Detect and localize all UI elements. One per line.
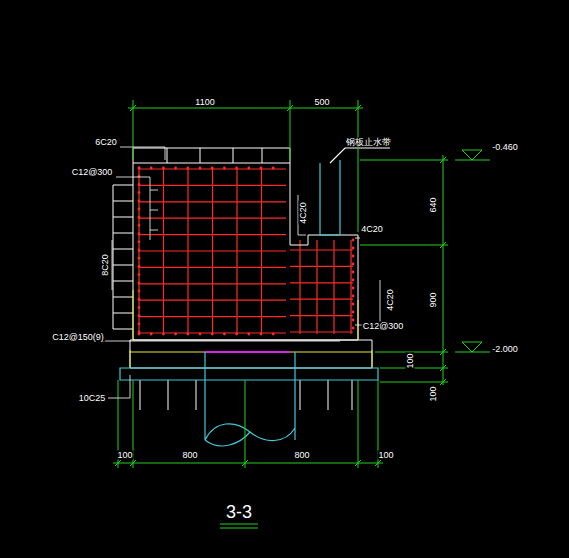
- dimension-text: 100: [406, 352, 415, 369]
- rebar-label: 4C20: [299, 201, 308, 225]
- rebar-label: C12@300: [71, 168, 114, 177]
- pile-cap-top: [205, 351, 290, 353]
- dimension-text: 800: [181, 451, 198, 460]
- dimension-text: 640: [429, 196, 438, 213]
- waterstop-plate: [320, 160, 340, 235]
- dimension-text: 800: [293, 451, 310, 460]
- dimension-lines: [113, 100, 490, 528]
- rebar-label: 4C20: [360, 225, 384, 234]
- rebar-label: C12@300: [362, 322, 405, 331]
- section-caption: 3-3: [223, 503, 255, 521]
- rebar-label: 4C20: [386, 288, 395, 312]
- concrete-outline: [113, 148, 372, 410]
- leader-lines: [102, 147, 380, 398]
- rebar-grid: [138, 167, 355, 336]
- dimension-text: 1100: [194, 98, 215, 107]
- dimension-text: 100: [429, 385, 438, 402]
- dimension-text: 900: [429, 291, 438, 308]
- dimension-text: -2.000: [491, 345, 519, 354]
- cushion-line: [130, 290, 372, 368]
- dimension-text: 100: [377, 451, 394, 460]
- dimension-text: 500: [313, 98, 330, 107]
- dimension-text: 100: [116, 451, 133, 460]
- foundation-slab: [120, 148, 390, 446]
- rebar-label: 10C25: [78, 394, 107, 403]
- rebar-label: 6C20: [94, 138, 118, 147]
- rebar-label: C12@150(9): [51, 333, 105, 342]
- rebar-label: 8C20: [101, 253, 110, 277]
- dimension-text: -0.460: [491, 143, 519, 152]
- rebar-label: 钢板止水带: [345, 138, 392, 147]
